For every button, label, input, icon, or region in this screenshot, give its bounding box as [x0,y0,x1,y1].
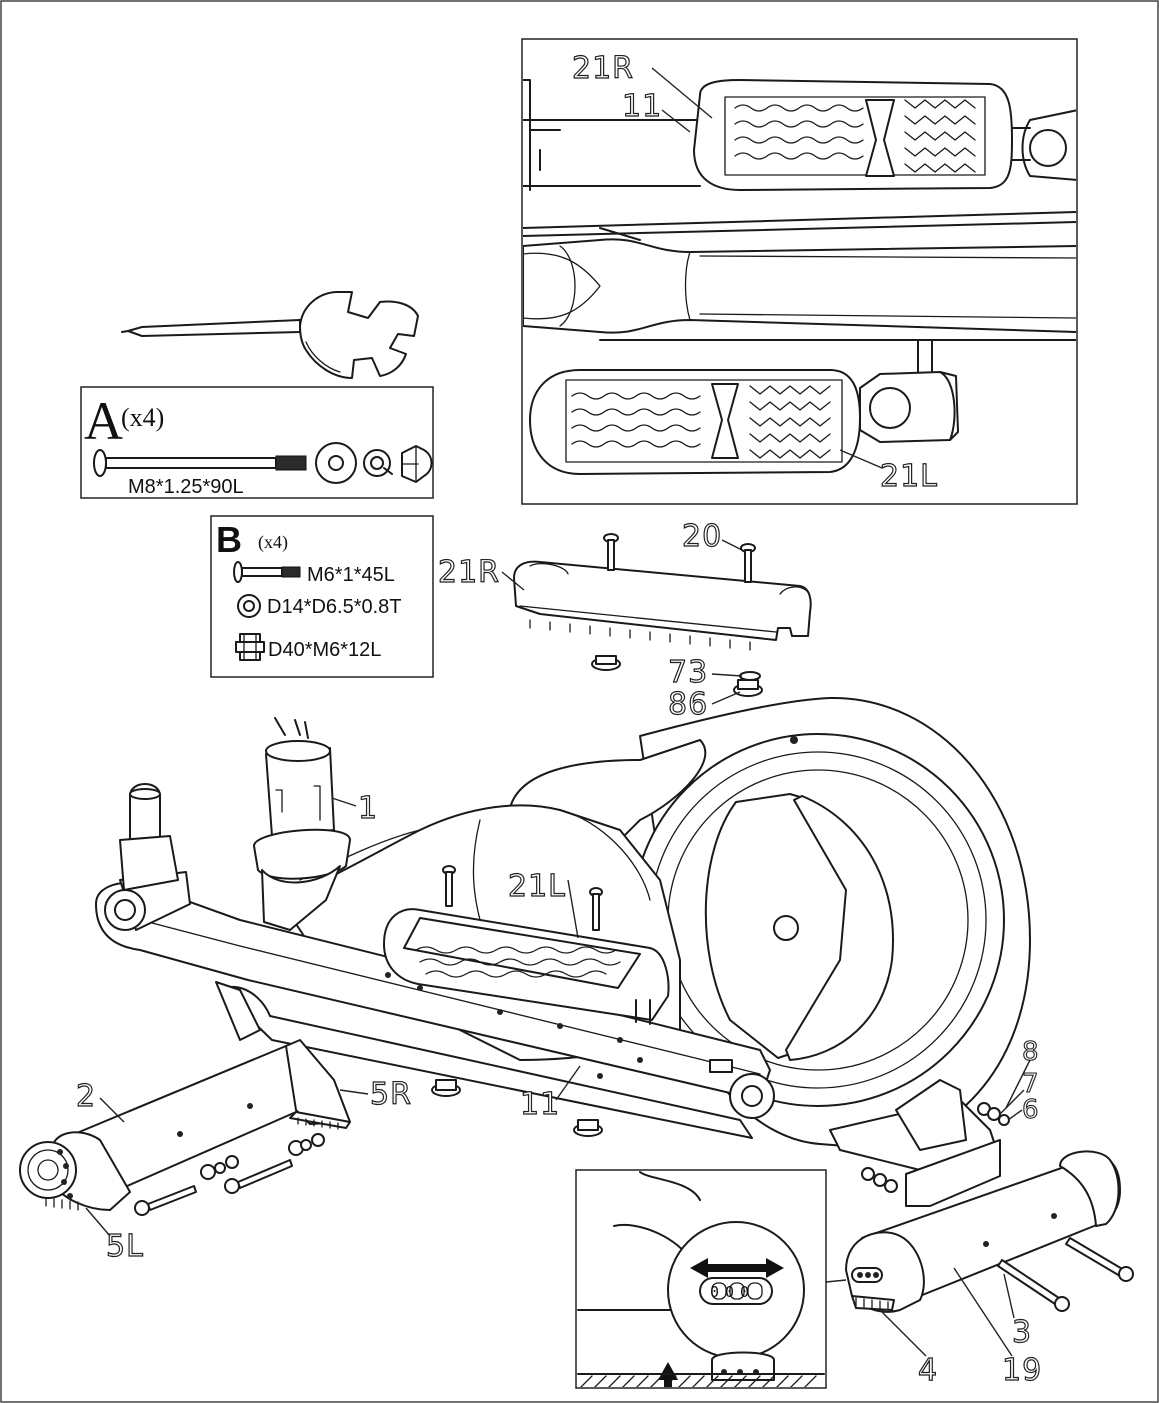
leader-86 [711,691,741,705]
hardware-kit-b: B (x4) M6*1*45L D14*D6.5*0.8T D40*M6*12L [210,515,434,678]
flywheel-housing [631,696,1031,1149]
leader-11-rail [555,1065,581,1101]
kit-b-letter: B [216,519,242,560]
kit-b-washer-spec: D14*D6.5*0.8T [267,596,402,618]
bolt-icon [997,1259,1070,1312]
washer-icon [315,442,357,484]
kit-a-quantity: (x4) [121,403,164,432]
bolt-icon [589,887,603,931]
leader-3 [1003,1273,1015,1319]
leader-8 [1005,1059,1031,1109]
floor-hatching [577,1373,825,1387]
callout-2: 2 [76,1079,96,1114]
kit-b-bolt-spec: M6*1*45L [307,564,395,586]
leader-21L-main [567,879,579,939]
washer-icon [739,671,761,681]
leader-6 [1007,1109,1023,1121]
rear-base-plate [829,1079,1010,1207]
spring-washer-icon [363,449,393,477]
leader-4 [879,1309,927,1357]
leader-inset-to-foot [825,1279,847,1283]
bolt-icon [740,543,756,583]
bolt-icon [442,865,456,907]
callout-4: 4 [918,1353,938,1388]
rear-stabilizer: 2 5R 5L [19,1039,412,1265]
callout-21L-main: 21L [508,869,566,904]
callout-19: 19 [1002,1353,1042,1388]
callout-11-rail: 11 [520,1087,560,1122]
leader-19 [953,1267,1013,1357]
callout-21R-pedal: 21R [438,555,500,590]
cap-nut-icon [401,445,433,483]
leader-21L-detail [839,449,883,469]
leader-1 [331,797,357,807]
callout-8: 8 [1022,1037,1040,1067]
callout-3: 3 [1012,1315,1032,1350]
kit-a-letter: A [84,391,123,451]
callout-21R-detail: 21R [572,51,634,86]
knob-nut-icon [573,1119,603,1137]
callout-21L-detail: 21L [880,459,938,494]
leader-7 [999,1089,1025,1115]
callout-73: 73 [668,655,708,690]
left-pedal-installed [383,865,670,1025]
callout-86: 86 [668,687,708,722]
upright-mast [253,717,351,931]
kit-b-knob-spec: D40*M6*12L [268,639,381,661]
leader-2 [99,1097,125,1123]
horizontal-arrow-icon [690,1258,784,1278]
kit-a-frame [80,386,434,499]
knob-nut-icon [591,655,621,671]
level-adjuster-inset: 000 [575,1169,827,1389]
callout-5L: 5L [106,1229,144,1264]
bolt-icon [224,1133,325,1194]
callout-11-detail: 11 [622,89,662,124]
bolt-icon [134,1155,239,1216]
bolt-icon [93,449,307,477]
callout-7: 7 [1022,1069,1040,1099]
callout-6: 6 [1022,1095,1040,1125]
rear-handle-post [119,783,179,891]
callout-5R: 5R [370,1077,412,1112]
leader-73 [711,673,743,677]
kit-a-bolt-spec: M8*1.25*90L [128,476,244,498]
leader-20 [721,539,747,553]
leader-21R-pedal [501,571,525,591]
leader-21R-detail [651,67,713,119]
bolt-icon [1065,1237,1134,1282]
knob-nut-icon [431,1079,461,1097]
leader-5R [339,1089,369,1095]
left-pedal-top-view [529,369,861,475]
front-stabilizer: 3 4 19 [825,1150,1134,1389]
callout-20: 20 [682,519,722,554]
bolt-icon [603,533,619,571]
kit-b-quantity: (x4) [258,532,288,553]
callout-1: 1 [358,791,378,826]
washer-icon [237,594,261,618]
main-frame-top-view [523,211,1076,373]
multi-tool-wrench-icon [121,291,419,379]
leader-5L [85,1207,111,1237]
knob-nut-icon [733,679,763,697]
adjuster-dial-digits: 000 [710,1283,755,1301]
right-pedal-exploded: 20 21R 73 86 [437,518,812,723]
bolt-icon [233,561,301,583]
right-pedal-top-view [693,79,1013,191]
pedal-detail-inset: 21R 11 21L [521,38,1078,505]
main-frame-assembly: 1 21L 8 7 6 11 [95,696,1040,1207]
adjuster-dial [711,1282,763,1300]
leader-11-detail [661,109,691,133]
rail-bolt-holes [385,972,643,1079]
hardware-kit-a: A (x4) M8*1.25*90L [80,386,434,499]
knob-nut-icon [235,633,265,661]
